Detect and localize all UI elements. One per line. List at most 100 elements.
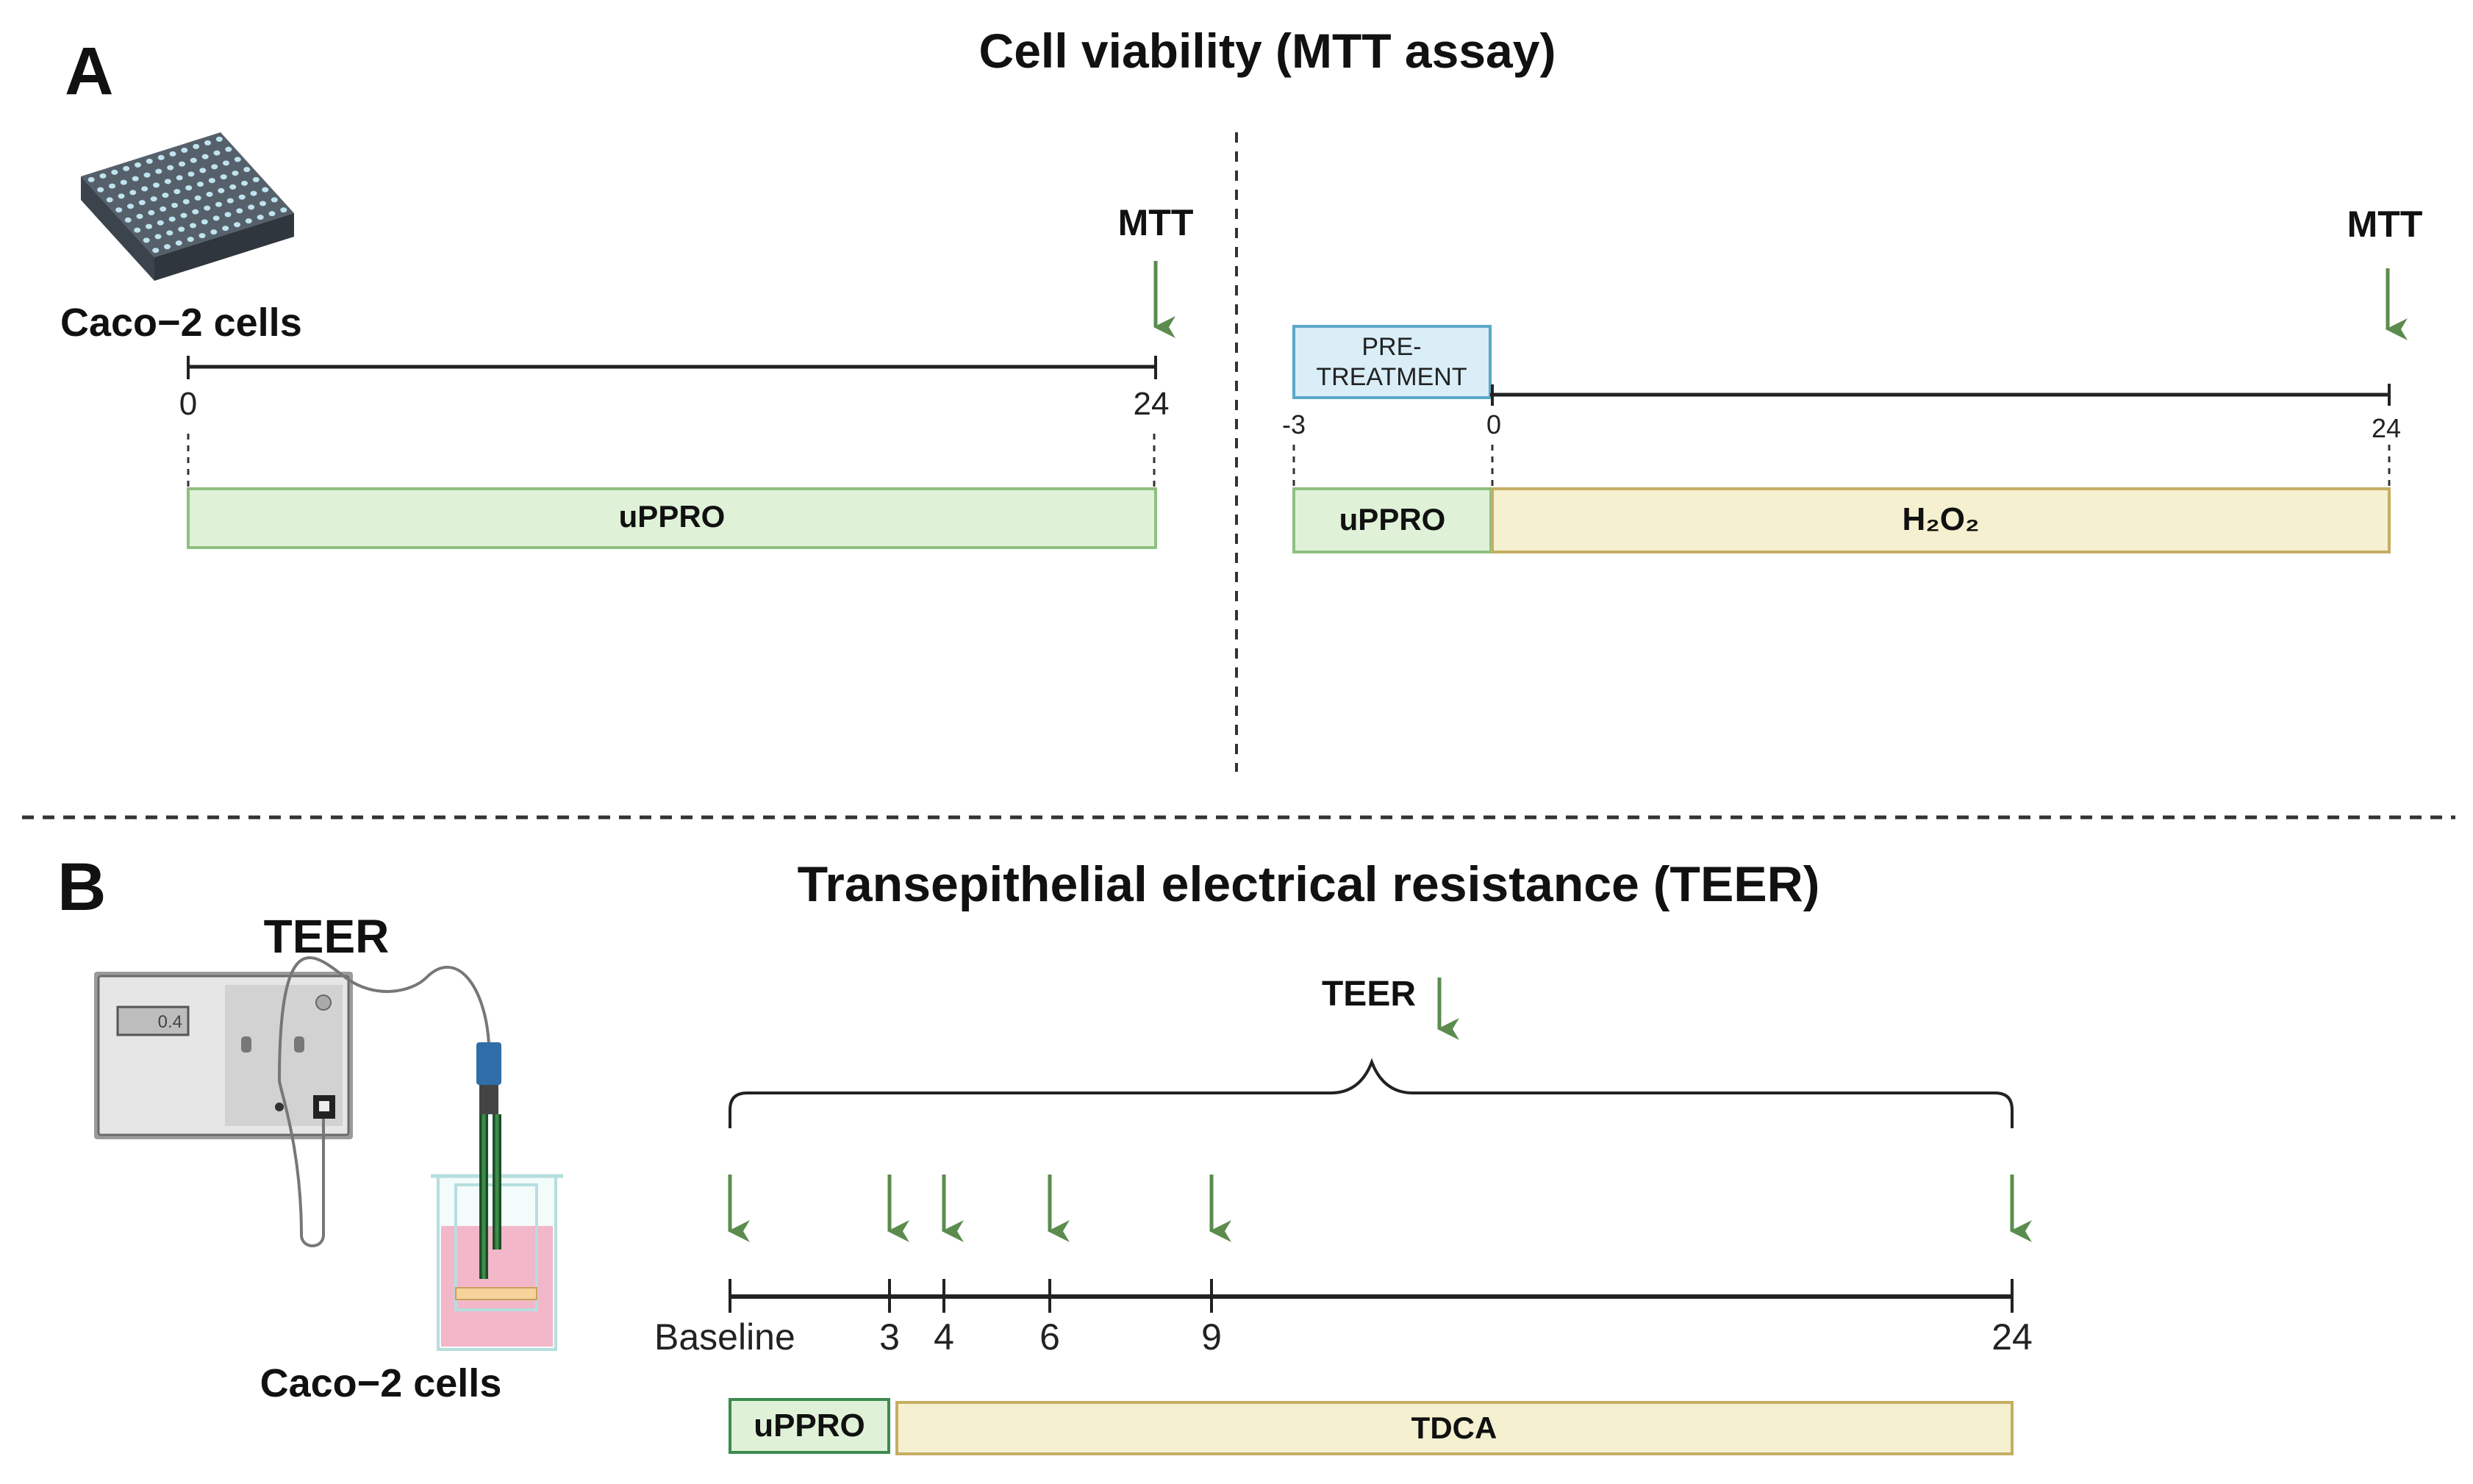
- well: [262, 187, 269, 193]
- electrode-icon: [476, 1042, 501, 1279]
- well: [148, 209, 155, 215]
- well: [238, 194, 246, 200]
- well: [234, 222, 240, 228]
- measurement-brace: [729, 1058, 2014, 1128]
- well: [154, 234, 162, 240]
- well: [280, 207, 287, 213]
- cells-label-a: Caco−2 cells: [60, 301, 302, 345]
- well: [175, 240, 182, 246]
- well: [160, 206, 167, 212]
- uppro-bar-a-left: [187, 487, 1157, 549]
- well: [169, 151, 176, 157]
- tick-label-b-3: 6: [1039, 1316, 1060, 1358]
- uppro-label-b: uPPRO: [754, 1408, 865, 1444]
- transwell-icon: [431, 1174, 563, 1351]
- well: [134, 227, 141, 233]
- well: [211, 164, 218, 170]
- panel-a-title: Cell viability (MTT assay): [979, 24, 1556, 78]
- h2o2-bar: [1491, 487, 2391, 553]
- well: [162, 193, 169, 198]
- tick-label-a-left-0: 0: [179, 386, 197, 422]
- well: [212, 215, 220, 221]
- well: [168, 216, 176, 222]
- meter-display-value: 0.4: [158, 1012, 182, 1032]
- well: [201, 154, 209, 159]
- well: [182, 198, 190, 204]
- well: [192, 209, 199, 215]
- well: [173, 189, 181, 195]
- well: [146, 158, 153, 164]
- well: [141, 186, 148, 192]
- well: [229, 184, 237, 190]
- well: [181, 147, 188, 153]
- well: [206, 191, 213, 197]
- well: [248, 204, 255, 210]
- panel-b-letter: B: [57, 850, 106, 925]
- well: [208, 178, 215, 184]
- well: [236, 208, 243, 214]
- well: [178, 226, 185, 232]
- well: [252, 176, 260, 182]
- electrode-cable: [277, 956, 490, 1247]
- well: [123, 165, 130, 171]
- tick-label-b-5: 24: [1991, 1316, 2033, 1358]
- well: [218, 187, 225, 193]
- well: [109, 183, 115, 189]
- mtt-label-left: MTT: [1118, 202, 1194, 243]
- well: [226, 198, 234, 204]
- well: [87, 176, 95, 182]
- well: [190, 157, 197, 163]
- well: [143, 237, 150, 243]
- well: [210, 229, 218, 235]
- well: [201, 219, 208, 225]
- well: [155, 168, 162, 174]
- well: [132, 176, 139, 182]
- well: [99, 173, 107, 179]
- well: [241, 180, 248, 186]
- tick-label-a-right-m3: -3: [1282, 409, 1306, 440]
- well-plate-icon: [81, 132, 294, 281]
- tdca-bar: [895, 1401, 2014, 1455]
- pretreatment-box: [1292, 325, 1492, 399]
- well: [185, 185, 193, 191]
- well: [234, 157, 241, 162]
- tick-label-b-2: 4: [934, 1316, 954, 1358]
- well: [197, 182, 204, 187]
- mtt-label-right: MTT: [2347, 204, 2423, 245]
- teer-readout-label: TEER: [1322, 975, 1416, 1014]
- well: [106, 197, 113, 203]
- well: [179, 161, 185, 167]
- well: [135, 162, 141, 168]
- well: [153, 182, 160, 188]
- panel-b-title: Transepithelial electrical resistance (T…: [798, 856, 1820, 912]
- well: [157, 154, 165, 160]
- well: [150, 196, 157, 202]
- well: [190, 223, 196, 229]
- well: [171, 202, 178, 208]
- tick-label-a-left-24: 24: [1134, 386, 1170, 422]
- well: [215, 201, 222, 207]
- well: [213, 150, 221, 156]
- well: [250, 190, 257, 196]
- well: [164, 179, 171, 184]
- well: [194, 195, 201, 201]
- well: [224, 212, 232, 218]
- uppro-label-a-left: uPPRO: [619, 499, 726, 534]
- well: [199, 168, 207, 173]
- cells-label-b: Caco−2 cells: [260, 1361, 502, 1405]
- well: [120, 179, 127, 185]
- well: [245, 218, 252, 224]
- well: [180, 212, 187, 218]
- well: [152, 248, 160, 254]
- well: [157, 220, 164, 226]
- well: [97, 187, 104, 193]
- well: [129, 190, 137, 196]
- well: [204, 205, 211, 211]
- well: [111, 169, 118, 175]
- well: [136, 213, 143, 219]
- well: [138, 200, 146, 206]
- uppro-bar-b: [729, 1398, 890, 1454]
- pretreatment-label-line1: PRE-: [1361, 333, 1421, 361]
- well: [222, 226, 229, 232]
